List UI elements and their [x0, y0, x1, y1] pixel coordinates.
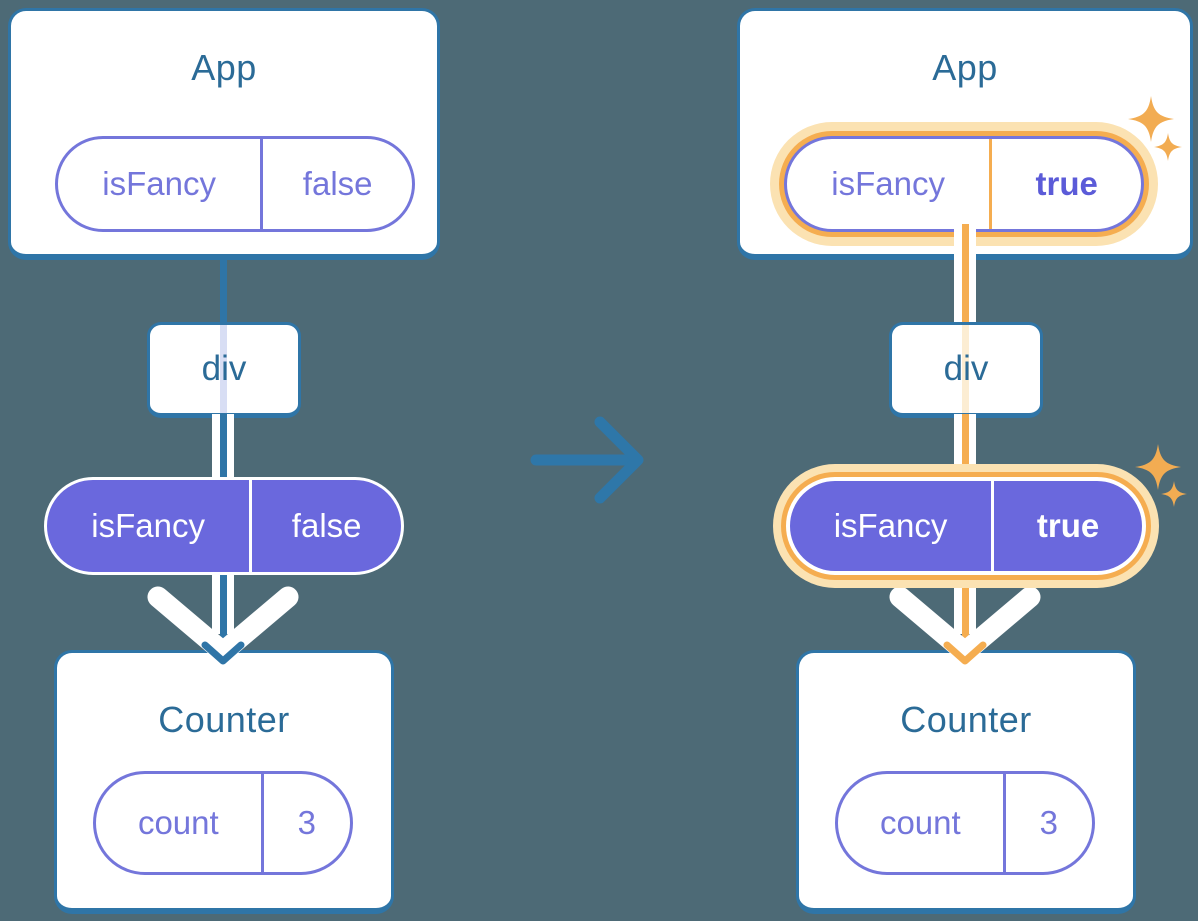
- state-key: isFancy: [787, 139, 993, 229]
- div-element-box: div: [889, 322, 1043, 418]
- app-state-pill-highlighted: isFancy true: [784, 136, 1144, 232]
- sparkle-icon: [1161, 481, 1187, 507]
- state-value: 3: [1039, 804, 1058, 841]
- counter-component-card: Counter count 3: [796, 650, 1136, 914]
- counter-component-card: Counter count 3: [54, 650, 394, 914]
- app-component-card: App isFancy false: [8, 8, 440, 260]
- state-value: false: [302, 165, 373, 202]
- app-title: App: [191, 47, 257, 88]
- sparkle-icon: [1154, 133, 1182, 161]
- state-key: count: [838, 774, 1006, 872]
- app-state-pill: isFancy false: [55, 136, 415, 232]
- prop-key: isFancy: [47, 480, 253, 572]
- counter-state-pill: count 3: [835, 771, 1095, 875]
- prop-value: false: [291, 507, 362, 544]
- counter-state-pill: count 3: [93, 771, 353, 875]
- div-element-box: div: [147, 322, 301, 418]
- state-value: 3: [297, 804, 316, 841]
- state-key: isFancy: [58, 139, 264, 229]
- arrow-down-chevron-icon: [147, 586, 299, 665]
- app-component-card: App isFancy true: [737, 8, 1193, 260]
- prop-pill: isFancy false: [44, 477, 404, 575]
- counter-title: Counter: [900, 699, 1032, 740]
- diagram-before: App isFancy false div isFancy false Coun…: [0, 0, 456, 921]
- pass-through-stripe: [220, 325, 227, 413]
- prop-pill-highlighted: isFancy true: [786, 477, 1146, 575]
- diagram-after: App isFancy true div isFancy true: [737, 0, 1198, 921]
- arrow-down-chevron-icon: [889, 586, 1041, 665]
- div-label: div: [201, 349, 247, 388]
- pass-through-stripe: [962, 325, 969, 413]
- state-key: count: [96, 774, 264, 872]
- app-title: App: [932, 47, 998, 88]
- counter-title: Counter: [158, 699, 290, 740]
- sparkle-icon: [1128, 96, 1174, 142]
- prop-key: isFancy: [790, 481, 995, 571]
- connector-app-to-div: [962, 224, 969, 326]
- sparkle-icon: [1135, 444, 1181, 490]
- arrow-right-icon: [530, 416, 644, 504]
- state-value: true: [1035, 165, 1098, 202]
- connector-app-to-div: [220, 254, 227, 326]
- div-label: div: [943, 349, 989, 388]
- prop-value: true: [1036, 507, 1100, 544]
